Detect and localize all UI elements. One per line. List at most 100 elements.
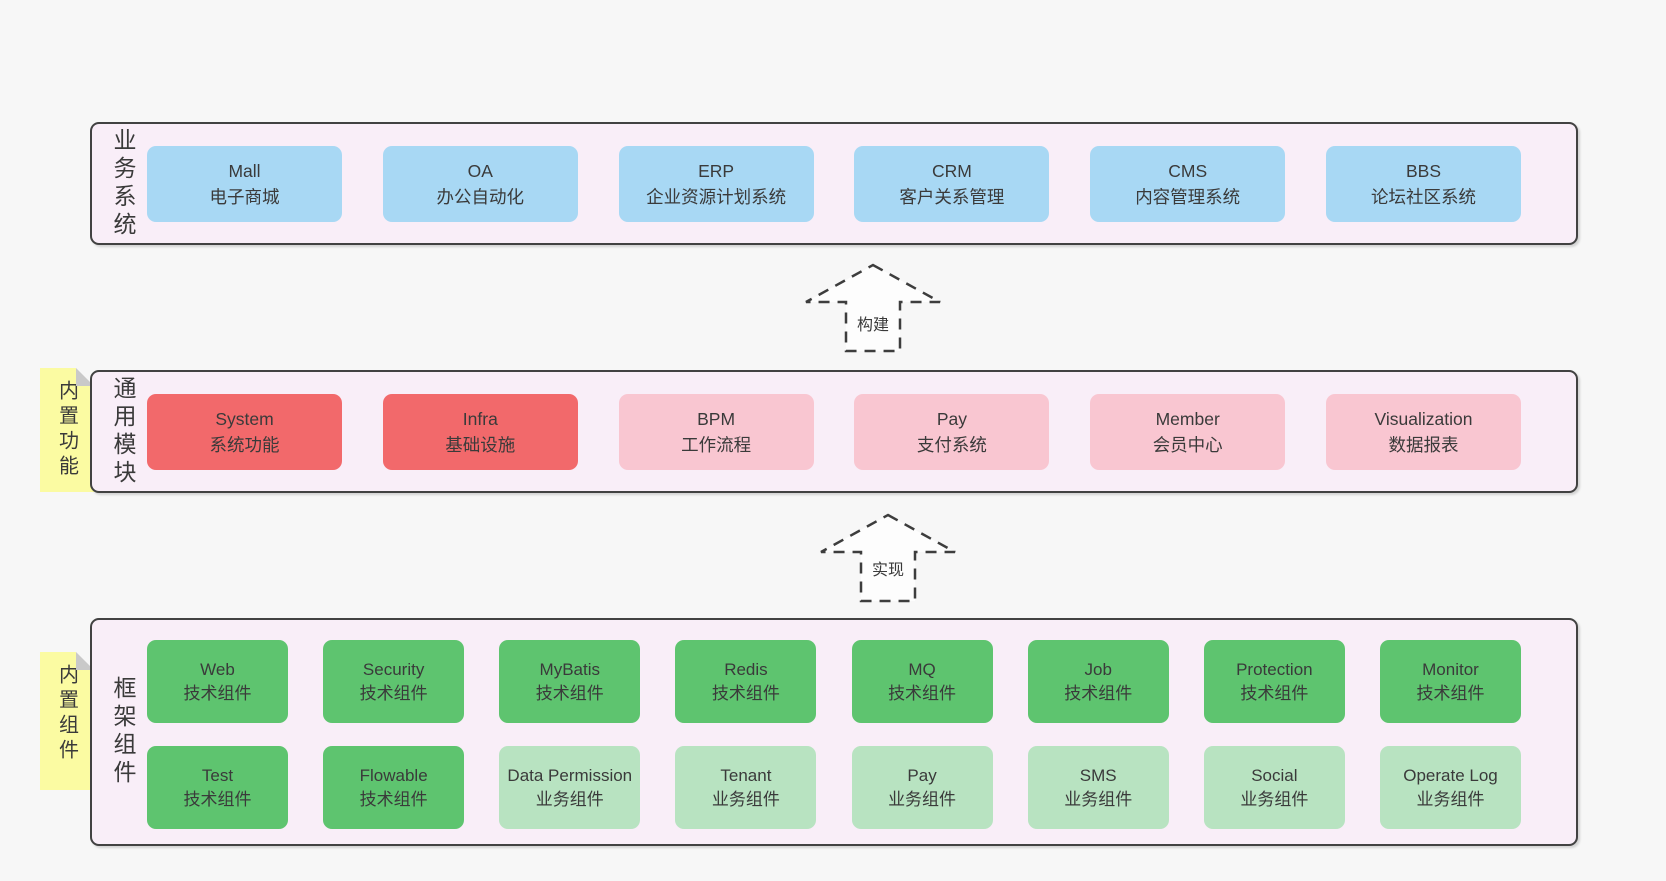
sticky-note-label: 内置组件 bbox=[55, 664, 78, 764]
box-mybatis: MyBatis 技术组件 bbox=[499, 640, 641, 723]
box-title: Pay bbox=[907, 765, 937, 785]
box-subtitle: 会员中心 bbox=[1152, 434, 1223, 455]
box-job: Job 技术组件 bbox=[1027, 640, 1169, 723]
box-crm: CRM 客户关系管理 bbox=[854, 145, 1050, 222]
box-title: Test bbox=[201, 765, 234, 785]
box-subtitle: 企业资源计划系统 bbox=[646, 186, 787, 207]
box-subtitle: 业务组件 bbox=[711, 789, 780, 809]
box-subtitle: 基础设施 bbox=[445, 434, 516, 455]
box-bbs: BBS 论坛社区系统 bbox=[1325, 145, 1521, 222]
box-mq: MQ 技术组件 bbox=[851, 640, 993, 723]
box-security: Security 技术组件 bbox=[323, 640, 465, 723]
box-visualization: Visualization 数据报表 bbox=[1325, 393, 1521, 470]
box-subtitle: 工作流程 bbox=[681, 434, 752, 455]
box-title: Flowable bbox=[359, 765, 428, 785]
box-subtitle: 客户关系管理 bbox=[899, 186, 1005, 207]
box-subtitle: 业务组件 bbox=[1240, 789, 1309, 809]
box-subtitle: 技术组件 bbox=[183, 683, 252, 703]
box-test: Test 技术组件 bbox=[147, 746, 288, 829]
box-web: Web 技术组件 bbox=[147, 640, 288, 723]
box-title: Job bbox=[1084, 659, 1112, 679]
box-title: Operate Log bbox=[1403, 765, 1498, 785]
box-subtitle: 业务组件 bbox=[1064, 789, 1133, 809]
box-title: Tenant bbox=[720, 765, 772, 785]
common-modules-band: 通用模块 System 系统功能 Infra 基础设施 BPM 工作流程 Pay… bbox=[90, 370, 1578, 493]
box-title: Social bbox=[1251, 765, 1298, 785]
box-title: Security bbox=[362, 659, 425, 679]
box-subtitle: 技术组件 bbox=[535, 683, 604, 703]
common-modules-row: System 系统功能 Infra 基础设施 BPM 工作流程 Pay 支付系统… bbox=[92, 393, 1576, 470]
box-subtitle: 技术组件 bbox=[183, 789, 252, 809]
box-subtitle: 技术组件 bbox=[1240, 683, 1309, 703]
box-title: Data Permission bbox=[507, 765, 633, 785]
box-title: System bbox=[215, 408, 274, 429]
box-mall: Mall 电子商城 bbox=[147, 145, 342, 222]
box-system: System 系统功能 bbox=[147, 393, 342, 470]
framework-components-band: 框架组件 Web 技术组件 Security 技术组件 MyBatis 技术组件… bbox=[90, 618, 1578, 846]
box-subtitle: 业务组件 bbox=[1416, 789, 1485, 809]
box-title: Monitor bbox=[1422, 659, 1479, 679]
box-social: Social 业务组件 bbox=[1203, 746, 1345, 829]
box-title: Visualization bbox=[1374, 408, 1473, 429]
box-title: Pay bbox=[936, 408, 967, 429]
box-title: Web bbox=[200, 659, 235, 679]
box-subtitle: 论坛社区系统 bbox=[1370, 186, 1476, 207]
box-redis: Redis 技术组件 bbox=[675, 640, 817, 723]
box-erp: ERP 企业资源计划系统 bbox=[618, 145, 814, 222]
box-subtitle: 业务组件 bbox=[888, 789, 957, 809]
framework-components-row-2: Test 技术组件 Flowable 技术组件 Data Permission … bbox=[92, 746, 1576, 829]
box-oa: OA 办公自动化 bbox=[382, 145, 578, 222]
box-subtitle: 内容管理系统 bbox=[1135, 186, 1241, 207]
box-title: Member bbox=[1155, 408, 1220, 429]
business-systems-band: 业务系统 Mall 电子商城 OA 办公自动化 ERP 企业资源计划系统 CRM… bbox=[90, 122, 1578, 245]
box-subtitle: 技术组件 bbox=[359, 683, 428, 703]
box-title: CRM bbox=[931, 160, 972, 181]
box-member: Member 会员中心 bbox=[1090, 393, 1286, 470]
box-cms: CMS 内容管理系统 bbox=[1090, 145, 1286, 222]
box-subtitle: 技术组件 bbox=[711, 683, 780, 703]
box-subtitle: 技术组件 bbox=[359, 789, 428, 809]
box-pay-system: Pay 支付系统 bbox=[854, 393, 1050, 470]
box-subtitle: 电子商城 bbox=[209, 186, 280, 207]
implement-arrow-label: 实现 bbox=[868, 555, 908, 581]
box-title: CMS bbox=[1168, 160, 1208, 181]
box-title: OA bbox=[467, 160, 493, 181]
band-label-business-systems: 业务系统 bbox=[110, 127, 136, 240]
box-infra: Infra 基础设施 bbox=[382, 393, 578, 470]
box-flowable: Flowable 技术组件 bbox=[323, 746, 465, 829]
box-tenant: Tenant 业务组件 bbox=[675, 746, 817, 829]
sticky-note-builtin-components: 内置组件 bbox=[40, 652, 94, 790]
box-subtitle: 支付系统 bbox=[916, 434, 987, 455]
box-data-permission: Data Permission 业务组件 bbox=[499, 746, 641, 829]
box-subtitle: 技术组件 bbox=[1416, 683, 1485, 703]
band-label-framework-components: 框架组件 bbox=[110, 676, 136, 788]
business-systems-row: Mall 电子商城 OA 办公自动化 ERP 企业资源计划系统 CRM 客户关系… bbox=[92, 145, 1576, 222]
build-arrow bbox=[805, 263, 941, 353]
box-title: Redis bbox=[724, 659, 768, 679]
box-subtitle: 技术组件 bbox=[888, 683, 957, 703]
box-monitor: Monitor 技术组件 bbox=[1379, 640, 1521, 723]
box-subtitle: 系统功能 bbox=[209, 434, 280, 455]
box-title: BPM bbox=[697, 408, 736, 429]
box-operate-log: Operate Log 业务组件 bbox=[1379, 746, 1521, 829]
box-subtitle: 数据报表 bbox=[1388, 434, 1459, 455]
box-title: SMS bbox=[1079, 765, 1117, 785]
box-subtitle: 办公自动化 bbox=[436, 186, 525, 207]
box-title: MyBatis bbox=[539, 659, 601, 679]
box-title: BBS bbox=[1405, 160, 1441, 181]
build-arrow-label: 构建 bbox=[853, 310, 893, 336]
box-title: Infra bbox=[462, 408, 498, 429]
box-pay-component: Pay 业务组件 bbox=[851, 746, 993, 829]
box-subtitle: 技术组件 bbox=[1064, 683, 1133, 703]
sticky-note-label: 内置功能 bbox=[55, 380, 78, 480]
box-protection: Protection 技术组件 bbox=[1203, 640, 1345, 723]
box-title: ERP bbox=[698, 160, 735, 181]
box-bpm: BPM 工作流程 bbox=[618, 393, 814, 470]
box-title: MQ bbox=[908, 659, 936, 679]
box-sms: SMS 业务组件 bbox=[1027, 746, 1169, 829]
box-title: Mall bbox=[228, 160, 261, 181]
framework-components-row-1: Web 技术组件 Security 技术组件 MyBatis 技术组件 Redi… bbox=[92, 640, 1576, 723]
sticky-note-builtin-features: 内置功能 bbox=[40, 368, 94, 492]
band-label-common-modules: 通用模块 bbox=[110, 375, 136, 488]
box-title: Protection bbox=[1236, 659, 1313, 679]
